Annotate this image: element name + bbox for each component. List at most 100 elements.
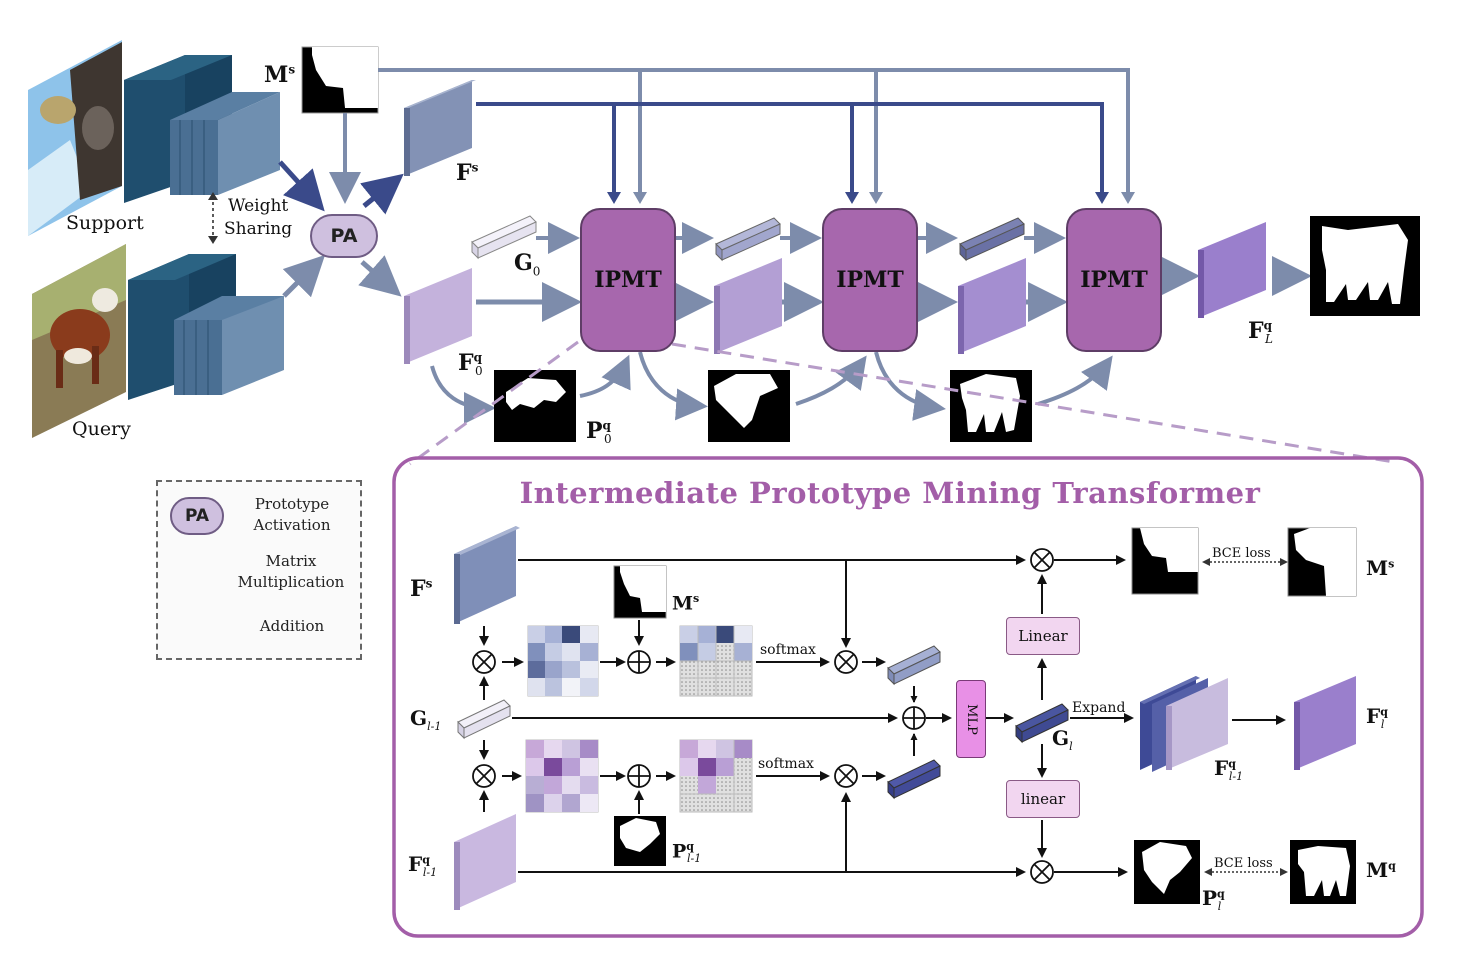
detail-predicted-support-mask (1131, 527, 1199, 595)
detail-fq-sub: l-1 (422, 866, 438, 879)
fs-top-label: Fs (456, 160, 478, 186)
detail-plq-letter: P (1202, 886, 1218, 910)
g0-sub: 0 (532, 264, 541, 279)
final-prediction-mask (1310, 216, 1420, 316)
detail-ms-letter: M (672, 592, 694, 615)
ipmt-detail-title: Intermediate Prototype Mining Transforme… (519, 476, 1261, 510)
detail-p-prev-mini (614, 816, 666, 866)
p2q-mask (950, 370, 1032, 442)
ipmt-block-3: IPMT (1066, 208, 1162, 352)
p0q-sub: 0 (603, 432, 612, 447)
top-attention-matrix (527, 625, 599, 697)
detail-p-prev-label: Pql-1 (672, 840, 701, 865)
g2-token (959, 217, 1025, 262)
detail-g-current-letter: G (1052, 726, 1070, 750)
detail-g-prev-sub: l-1 (427, 720, 442, 733)
query-backbone (128, 254, 284, 400)
legend-pa-line-2: Activation (253, 516, 331, 534)
flq-label: FqL (1248, 318, 1273, 346)
sharing-label: Sharing (224, 219, 293, 239)
bce-loss-bottom-label: BCE loss (1214, 856, 1273, 871)
legend-add-text: Addition (259, 617, 325, 635)
query-image (32, 244, 126, 438)
query-label: Query (72, 418, 131, 440)
detail-mq-right-label: Mq (1366, 858, 1396, 882)
detail-expanded-g-blocks (1140, 676, 1228, 772)
p0q-label: Pq0 (586, 418, 612, 446)
mlp-label: MLP (963, 703, 979, 735)
linear-bottom-label: linear (1020, 790, 1066, 808)
detail-g-prev-letter: G (410, 706, 428, 730)
support-image (28, 40, 122, 236)
legend-pa-symbol-text: PA (184, 506, 210, 526)
softmax-bottom-label: softmax (758, 756, 814, 772)
pa-to-f0q-arrow (358, 255, 402, 297)
detail-ms-label: Ms (672, 592, 699, 614)
support-to-pa-arrow (278, 160, 325, 212)
weight-label: Weight (228, 196, 289, 216)
bottom-attention-matrix (525, 739, 599, 813)
detail-g-current-token (1015, 703, 1069, 744)
g0-letter: G (514, 250, 533, 276)
fs-top-sup: s (471, 160, 479, 175)
detail-g-prev-token (457, 699, 511, 740)
g0-label: G0 (514, 250, 540, 278)
support-feature-block (404, 80, 476, 176)
f0q-sub: 0 (475, 364, 483, 379)
softmax-top-label: softmax (760, 642, 816, 658)
p0q-mask (494, 370, 576, 442)
detail-fq-right-sup: q (1228, 757, 1236, 771)
g0-token (471, 215, 537, 260)
ipmt-block-1: IPMT (580, 208, 676, 352)
ipmt-1-label: IPMT (594, 267, 662, 293)
detail-support-proto-token (887, 645, 941, 686)
linear-top-module: Linear (1006, 617, 1080, 655)
detail-fs-label: Fs (410, 576, 432, 602)
detail-p-prev-letter: P (672, 840, 687, 863)
detail-fq-label: Fql-1 (408, 852, 437, 879)
detail-flq-letter: F (1366, 704, 1381, 728)
f0q-letter: F (458, 350, 474, 376)
detail-ms-right-sup: s (1388, 557, 1395, 571)
ipmt-detail-frame (392, 456, 1424, 938)
detail-g-current-sub: l (1069, 740, 1073, 753)
legend-mult-line-1: Matrix (265, 552, 317, 570)
mlp-module: MLP (956, 680, 986, 758)
pa-to-fs-arrow (360, 173, 404, 215)
linear-bottom-module: linear (1006, 780, 1080, 818)
f0q-label: Fq0 (458, 350, 483, 378)
pa-label: PA (330, 225, 358, 247)
ipmt-block-2: IPMT (822, 208, 918, 352)
support-mask-thumbnail (301, 46, 379, 114)
ms-broadcast-lines (378, 68, 1130, 196)
detail-operators (472, 548, 1054, 884)
ms-top-letter: M (264, 62, 289, 88)
expand-label: Expand (1072, 700, 1126, 716)
detail-g-prev-label: Gl-1 (410, 706, 441, 733)
detail-fq-right-label: Fql-1 (1214, 756, 1243, 783)
top-masked-matrix (679, 625, 753, 697)
detail-ms-mini (613, 565, 667, 619)
query-feature-f0-block (404, 268, 472, 364)
p1q-mask (708, 370, 790, 442)
f0q-sup: q (473, 350, 483, 365)
g1-token (715, 217, 781, 262)
detail-ms-right-label: Ms (1366, 556, 1394, 580)
detail-plq-sub: l (1217, 900, 1222, 913)
linear-top-label: Linear (1018, 627, 1068, 645)
detail-fq-right-sub: l-1 (1228, 770, 1244, 783)
detail-fq-letter: F (408, 852, 423, 876)
detail-ms-sup: s (693, 592, 700, 605)
detail-fq-right-letter: F (1214, 756, 1229, 780)
ms-top-sup: s (288, 62, 296, 77)
detail-predicted-query-mask (1134, 840, 1200, 904)
detail-p-prev-sub: l-1 (687, 852, 702, 866)
detail-p-prev-sup: q (686, 840, 694, 853)
detail-fs-sup: s (425, 576, 433, 591)
detail-fs-block (454, 526, 520, 624)
detail-mq-right-letter: M (1366, 858, 1389, 882)
pa-module: PA (310, 214, 378, 258)
